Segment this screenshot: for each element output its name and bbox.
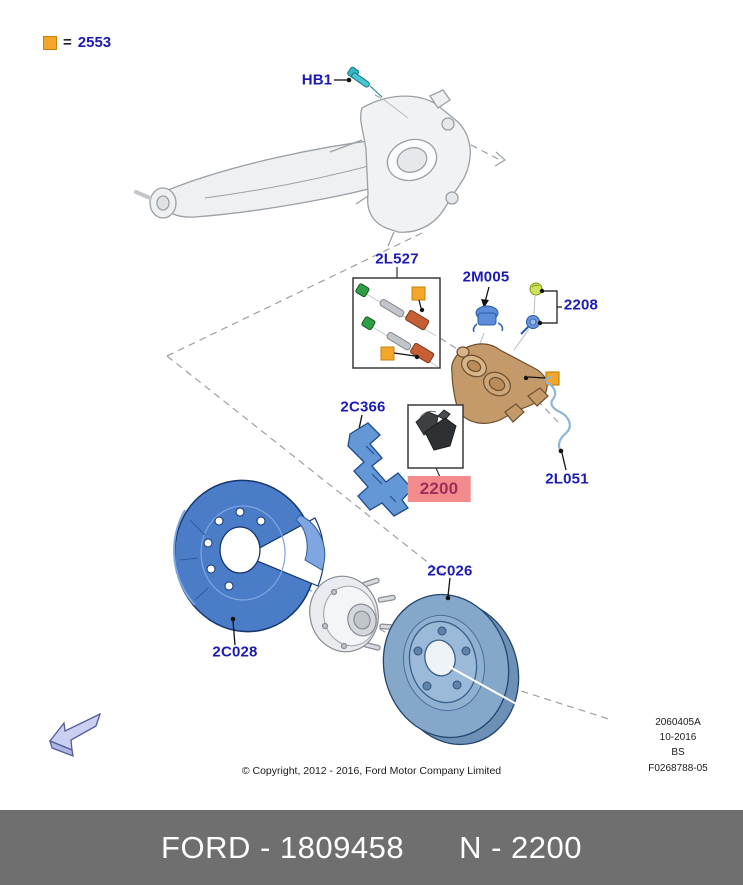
doc-date: 10-2016 (659, 732, 697, 744)
guide-pin-kit-box (352, 267, 441, 369)
construction-arrow-tip (494, 151, 507, 167)
footer-section-code: N - 2200 (459, 829, 582, 865)
part-label-2m005[interactable]: 2M005 (462, 268, 510, 286)
guide-pin (386, 332, 412, 351)
knuckle-and-arm-drawing (134, 89, 471, 247)
legend: = 2553 (43, 34, 111, 51)
footer-bar: FORD - 1809458 N - 2200 (0, 810, 743, 885)
doc-number: 2060405A (655, 717, 701, 728)
orange-marker-2553 (380, 346, 395, 361)
legend-part-code: 2553 (77, 34, 112, 51)
doc-code: BS (671, 747, 685, 759)
brake-caliper-drawing (451, 343, 560, 424)
guide-pin-boot (405, 309, 430, 331)
document-info-block: 2060405A 10-2016 BS F0268788-05 (632, 715, 724, 776)
guide-pin-boot (410, 342, 435, 364)
exploded-parts-drawing (48, 66, 613, 758)
orange-marker-2553 (411, 286, 426, 301)
footer-part-number: FORD - 1809458 (161, 829, 405, 865)
part-label-2c366[interactable]: 2C366 (340, 398, 386, 416)
wheel-hub-drawing (309, 575, 398, 653)
part-label-hb1[interactable]: HB1 (301, 71, 333, 89)
part-label-2l051[interactable]: 2L051 (545, 470, 589, 488)
direction-arrow-icon (48, 712, 102, 758)
part-label-2c026[interactable]: 2C026 (427, 562, 473, 580)
brake-rotor-drawing (382, 577, 521, 746)
caliper-bracket-drawing (347, 414, 413, 517)
copyright-line: © Copyright, 2012 - 2016, Ford Motor Com… (241, 765, 502, 777)
part-label-2208[interactable]: 2208 (563, 296, 599, 314)
brake-hose-drawing (544, 375, 571, 471)
hb1-bolt-drawing (334, 66, 409, 119)
brake-pads-box (407, 404, 464, 478)
guide-pin (379, 299, 405, 318)
leader-dot (346, 77, 352, 83)
bleeder-screw-drawing (513, 282, 562, 351)
part-label-2c028[interactable]: 2C028 (212, 643, 258, 661)
guide-pin-cap (361, 316, 376, 331)
legend-equals: = (63, 34, 72, 51)
part-label-2200-selected[interactable]: 2200 (407, 476, 471, 502)
guide-pin-cap (355, 283, 370, 298)
dust-shield-drawing (173, 479, 326, 646)
part-label-2l527[interactable]: 2L527 (375, 250, 419, 268)
orange-marker-swatch (43, 35, 57, 50)
doc-figure-id: F0268788-05 (648, 762, 708, 774)
